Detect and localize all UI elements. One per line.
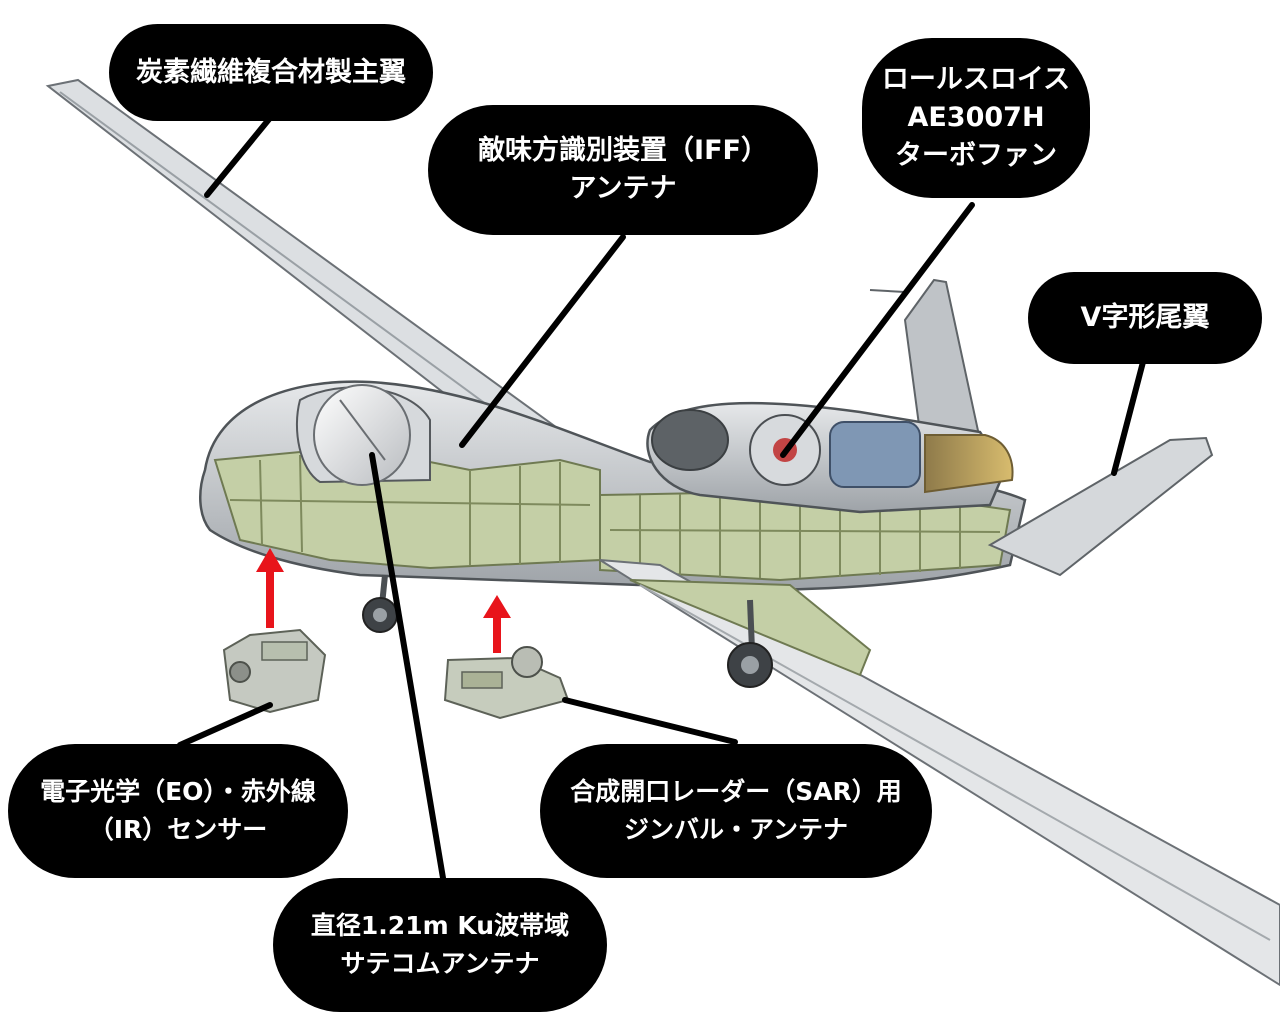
callout-text: V字形尾翼: [1080, 302, 1210, 333]
engine-nacelle: [646, 401, 1014, 514]
callout-text: （IR）センサー: [88, 815, 268, 844]
callout-text: ジンバル・アンテナ: [623, 815, 848, 844]
callout-text: ロールスロイス: [881, 64, 1071, 95]
leader-line-tail: [1111, 359, 1146, 476]
fuselage: [199, 380, 1027, 592]
callout-satcom-antenna: 直径1.21m Ku波帯域 サテコムアンテナ: [273, 878, 607, 1012]
callout-text: 敵味方識別装置（IFF）: [478, 135, 768, 166]
callout-text: ターボファン: [895, 140, 1057, 171]
leader-line-wing: [204, 115, 273, 198]
leader-line-eo-ir: [177, 702, 273, 748]
callout-iff-antenna: 敵味方識別装置（IFF） アンテナ: [428, 105, 818, 235]
v-tail-lower-fin: [987, 436, 1214, 577]
callout-eo-ir-sensor: 電子光学（EO）・赤外線 （IR）センサー: [8, 744, 348, 878]
callout-text: 合成開口レーダー（SAR）用: [570, 777, 902, 806]
callout-sar-gimbal-antenna: 合成開口レーダー（SAR）用 ジンバル・アンテナ: [540, 744, 932, 878]
callout-text: 炭素繊維複合材製主翼: [136, 56, 406, 88]
leader-line-satcom: [369, 452, 446, 881]
callout-text: 電子光学（EO）・赤外線: [40, 777, 316, 806]
callout-text: AE3007H: [907, 102, 1045, 133]
callout-carbon-fiber-main-wing: 炭素繊維複合材製主翼: [109, 24, 433, 121]
landing-gear: [362, 574, 773, 688]
callout-text: 直径1.21m Ku波帯域: [310, 911, 570, 940]
sar-mount-arrow: [483, 595, 511, 653]
leader-line-iff: [459, 234, 626, 448]
eo-ir-sensor-module: [222, 628, 327, 714]
callout-text: サテコムアンテナ: [340, 949, 540, 978]
sar-antenna-module: [443, 646, 570, 720]
callout-v-tail: V字形尾翼: [1028, 272, 1262, 364]
leader-line-engine: [780, 202, 975, 458]
callout-text: アンテナ: [569, 173, 677, 204]
eo-ir-mount-arrow: [256, 548, 284, 628]
callout-rolls-royce-engine: ロールスロイス AE3007H ターボファン: [862, 38, 1090, 198]
leader-line-sar: [562, 697, 738, 745]
